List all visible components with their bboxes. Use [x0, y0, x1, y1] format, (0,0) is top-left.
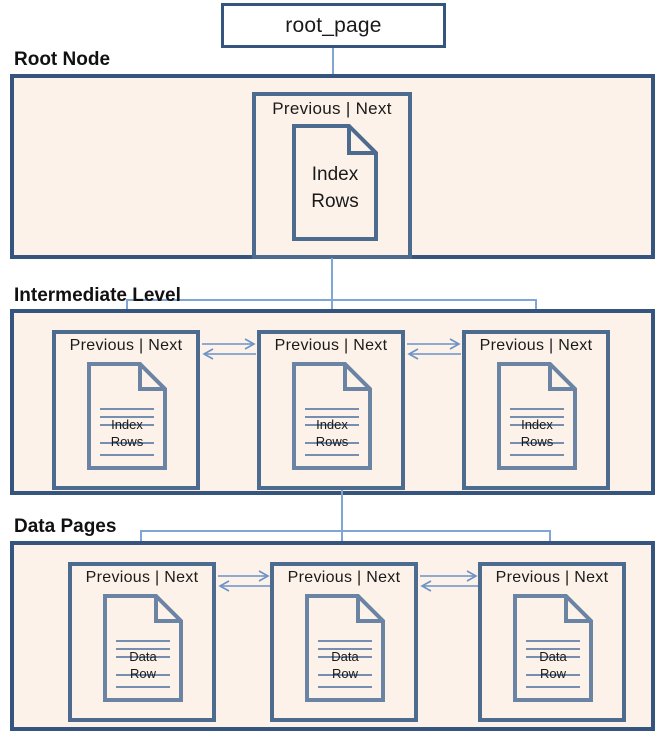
intermediate-doc-3-label-line2: Rows: [520, 434, 554, 449]
document-icon: Data Row: [512, 593, 594, 703]
connector-rootpage-to-rootnode: [332, 48, 334, 92]
data-doc-1-label-line2: Row: [129, 666, 156, 681]
sibling-link-intermediate-1-2: [200, 338, 258, 360]
data-node-2: Previous | Next Data Row: [270, 562, 418, 722]
connector-data-bus: [140, 530, 550, 532]
sibling-link-data-1-2: [216, 570, 272, 592]
intermediate-node-2: Previous | Next Index Rows: [257, 330, 405, 490]
root-page-title: root_page: [285, 13, 382, 37]
root-doc-label-line1: Index: [311, 164, 359, 185]
intermediate-node-1: Previous | Next Index Rows: [52, 330, 200, 490]
section-heading-intermediate-level: Intermediate Level: [14, 285, 181, 306]
connector-intermediate-trunk: [341, 490, 343, 532]
data-doc-2-label-line2: Row: [331, 666, 358, 681]
data-doc-2-label-line1: Data: [331, 649, 359, 664]
data-doc-3-label-line2: Row: [539, 666, 566, 681]
data-node-3: Previous | Next Data Row: [478, 562, 626, 722]
document-icon: Data Row: [304, 593, 386, 703]
intermediate-doc-3-label-line1: Index: [521, 417, 553, 432]
document-icon: Index Rows: [291, 123, 379, 242]
document-icon: Index Rows: [86, 361, 168, 471]
root-page-box: root_page: [221, 3, 446, 48]
root-doc-label-line2: Rows: [311, 191, 359, 212]
intermediate-doc-1-label-line2: Rows: [110, 434, 144, 449]
data-node-2-header: Previous | Next: [287, 569, 401, 586]
sibling-link-intermediate-2-3: [405, 338, 463, 360]
section-heading-data-pages: Data Pages: [14, 516, 117, 537]
document-icon: Data Row: [102, 593, 184, 703]
intermediate-doc-1-label-line1: Index: [111, 417, 143, 432]
intermediate-node-2-header: Previous | Next: [274, 337, 388, 354]
root-node-page-header: Previous | Next: [272, 99, 392, 118]
document-icon: Index Rows: [496, 361, 578, 471]
intermediate-node-3: Previous | Next Index Rows: [462, 330, 610, 490]
data-doc-1-label-line1: Data: [129, 649, 157, 664]
intermediate-node-3-header: Previous | Next: [479, 337, 593, 354]
intermediate-node-1-header: Previous | Next: [69, 337, 183, 354]
data-node-1: Previous | Next Data Row: [68, 562, 216, 722]
intermediate-doc-2-label-line1: Index: [316, 417, 348, 432]
document-icon: Index Rows: [291, 361, 373, 471]
data-node-3-header: Previous | Next: [495, 569, 609, 586]
data-doc-3-label-line1: Data: [539, 649, 567, 664]
intermediate-doc-2-label-line2: Rows: [315, 434, 349, 449]
sibling-link-data-2-3: [418, 570, 480, 592]
section-heading-root-node: Root Node: [14, 49, 111, 70]
root-node-page: Previous | Next Index Rows: [252, 92, 412, 259]
data-node-1-header: Previous | Next: [85, 569, 199, 586]
connector-rootnode-trunk: [331, 258, 333, 300]
